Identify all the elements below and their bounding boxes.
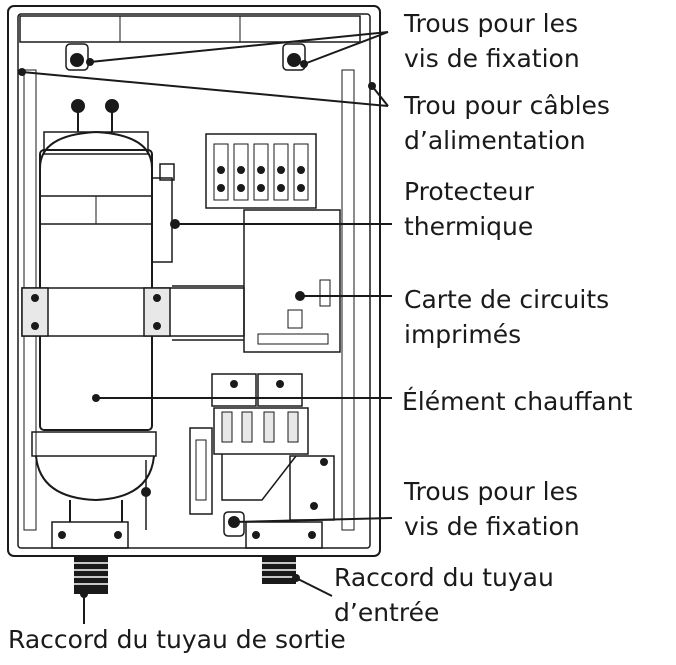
outlet-fitting: [74, 556, 108, 594]
leader-inlet: [295, 577, 333, 597]
thermal-protector: [151, 163, 180, 263]
label-outlet-fitting: Raccord du tuyau de sortie: [8, 625, 346, 654]
right-rail: [341, 69, 355, 531]
circuit-board: [243, 209, 341, 353]
terminal-block: [205, 133, 317, 209]
label-heating-element: Élément chauffant: [402, 387, 633, 416]
inlet-plate: [245, 521, 323, 549]
top-bracket: [19, 15, 361, 43]
relay-pair: [211, 373, 303, 407]
label-inlet-fitting: Raccord du tuyau d’entrée: [334, 563, 554, 627]
tank-clamp: [21, 287, 245, 337]
label-mounting-holes-bottom: Trous pour les vis de fixation: [404, 477, 580, 541]
label-mounting-holes-top: Trous pour les vis de fixation: [404, 9, 580, 73]
heater-housing: [7, 5, 381, 557]
label-circuit-board: Carte de circuits imprimés: [404, 285, 610, 349]
leader-power-hole-2: [371, 85, 389, 107]
label-power-cable-hole: Trou pour câbles d’alimentation: [404, 91, 610, 155]
leader-power-hole: [21, 71, 389, 107]
label-thermal-protector: Protecteur thermique: [404, 177, 534, 241]
contactor-block: [189, 407, 335, 521]
tank-base: [31, 431, 157, 530]
leader-mounting-top-left: [89, 31, 389, 63]
heating-tank: [39, 99, 153, 431]
mounting-hole-top-left: [65, 43, 89, 71]
leader-mounting-top-right: [303, 31, 389, 65]
heater-inner-frame: [17, 13, 371, 549]
outlet-plate: [51, 521, 129, 549]
inlet-fitting: [262, 556, 296, 584]
mounting-hole-top-right: [282, 43, 306, 71]
leader-mounting-bottom: [233, 517, 393, 523]
